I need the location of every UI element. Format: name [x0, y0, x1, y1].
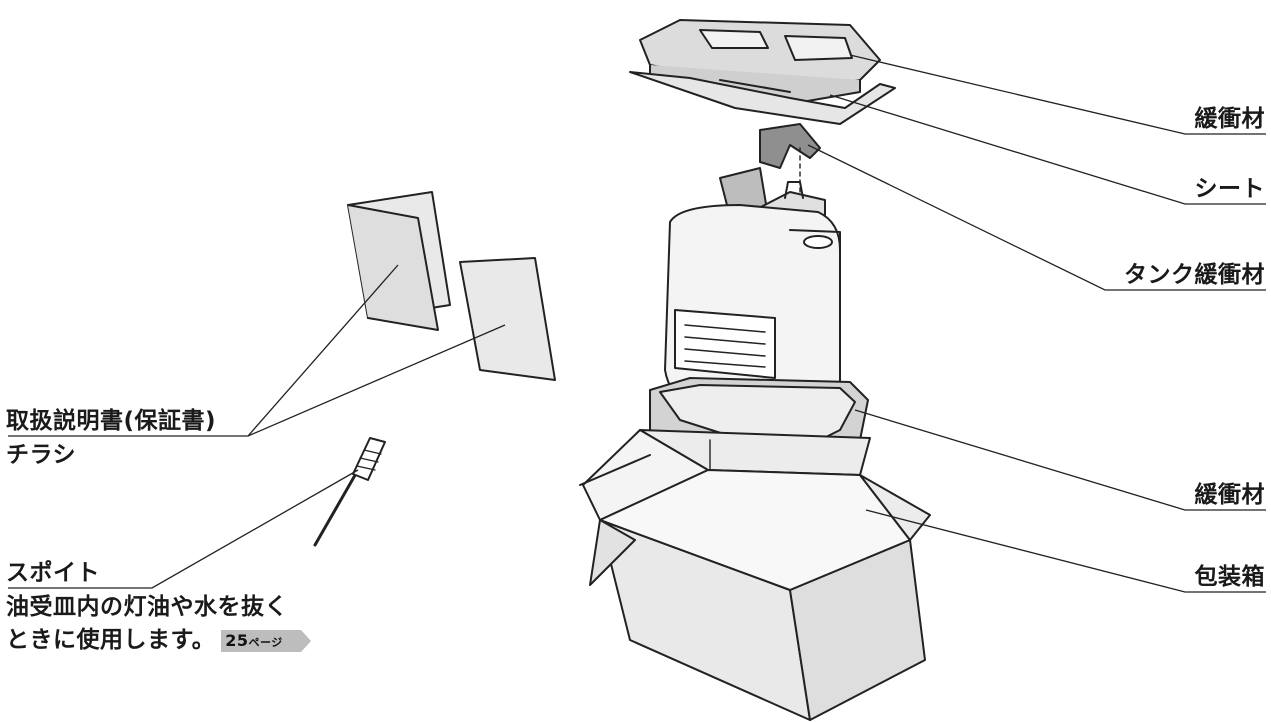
heater-illustration [664, 167, 841, 421]
manual-illustration [347, 191, 451, 331]
flyer-illustration [459, 257, 556, 381]
label-dropper: スポイト [6, 560, 100, 586]
label-flyer: チラシ [6, 442, 77, 468]
page-reference-unit: ページ [248, 635, 283, 649]
label-tank-cushion: タンク緩衝材 [1124, 262, 1265, 288]
label-top-cushion: 緩衝材 [1194, 106, 1265, 132]
page-reference-number: 25 [225, 630, 249, 650]
label-bottom-cushion: 緩衝材 [1194, 482, 1265, 508]
page-reference-badge: 25ページ [221, 629, 311, 652]
top-cushion-illustration [639, 19, 881, 105]
sheet-illustration [629, 71, 896, 125]
label-box: 包装箱 [1194, 564, 1265, 590]
box-illustration [579, 429, 931, 721]
tank-cushion-illustration [759, 123, 821, 201]
dropper-note-line2: ときに使用します。25ページ [6, 625, 311, 655]
label-manual: 取扱説明書(保証書) [6, 408, 217, 434]
dropper-note-line1: 油受皿内の灯油や水を抜く [6, 594, 288, 620]
dropper-note-line2-text: ときに使用します。 [6, 627, 216, 653]
leader-lines [8, 54, 1266, 593]
dropper-illustration [313, 437, 386, 547]
label-sheet: シート [1194, 176, 1265, 202]
